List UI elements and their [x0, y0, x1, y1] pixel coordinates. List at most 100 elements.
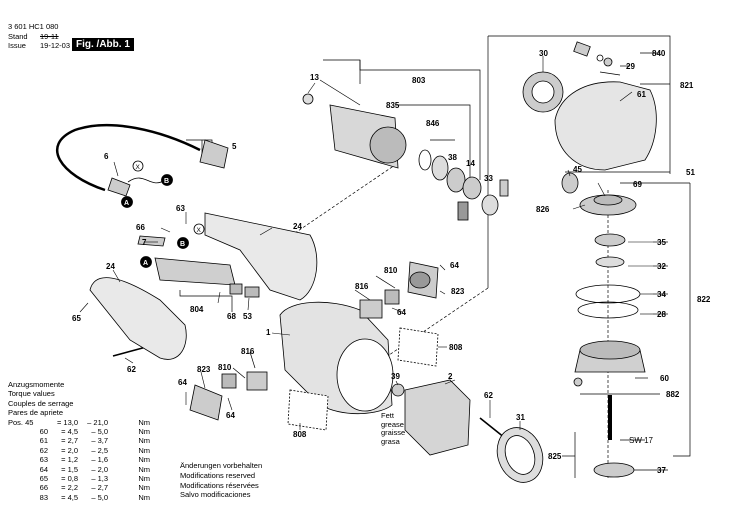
marker-X-1-text: X: [136, 164, 141, 171]
torque-cell-a: = 2,7: [61, 436, 78, 446]
callout-63: 63: [176, 204, 185, 213]
callout-24-lower: 24: [106, 262, 115, 271]
torque-cell-unit: Nm: [138, 455, 150, 465]
callout-5: 5: [232, 142, 237, 151]
marker-X-2-text: X: [197, 227, 202, 234]
callout-1: 1: [266, 328, 271, 337]
gear-housing: [554, 81, 657, 171]
callout-816-upper: 816: [355, 282, 369, 291]
callout-822: 822: [697, 295, 711, 304]
torque-cell-a: = 1,2: [61, 455, 78, 465]
torque-heading-es: Pares de apriete: [8, 408, 64, 418]
callout-51: 51: [686, 168, 695, 177]
callout-846: 846: [426, 119, 440, 128]
callout-816-lower: 816: [241, 347, 255, 356]
marker-B-2-text: B: [180, 241, 185, 248]
torque-cell-unit: Nm: [138, 445, 150, 455]
marker-X-2: [193, 223, 205, 235]
callout-13: 13: [310, 73, 319, 82]
callout-6: 6: [104, 152, 109, 161]
callout-62-left: 62: [127, 365, 136, 374]
callout-62-right: 62: [484, 391, 493, 400]
marker-A-1-text: A: [124, 200, 129, 207]
callout-35: 35: [657, 238, 666, 247]
callout-28: 28: [657, 310, 666, 319]
torque-cell-unit: Nm: [138, 492, 150, 502]
torque-cell-b: – 21,0: [87, 417, 108, 427]
changes-fr: Modifications réservées: [180, 480, 259, 490]
bracket-822: [673, 183, 691, 457]
torque-cell-b: – 3,7: [91, 436, 108, 446]
figure-label: Fig. /Abb. 1: [72, 38, 134, 51]
torque-cell-a: = 4,5: [61, 427, 78, 437]
callout-823-lower: 823: [197, 365, 211, 374]
torque-cell-a: = 13,0: [56, 417, 78, 427]
callout-826: 826: [536, 205, 550, 214]
torque-cell-a: = 2,0: [61, 445, 78, 455]
marker-B-1: [161, 174, 173, 186]
torque-cell-a: = 0,8: [61, 474, 78, 484]
torque-cell-a: = 4,5: [61, 492, 78, 502]
torque-cell-b: – 5,0: [91, 492, 108, 502]
torque-cell-unit: Nm: [138, 474, 150, 484]
field-coil: [404, 379, 471, 456]
callout-24-upper: 24: [293, 222, 302, 231]
torque-cell-b: – 1,6: [91, 455, 108, 465]
callout-38: 38: [448, 153, 457, 162]
callout-2: 2: [448, 372, 453, 381]
callout-821: 821: [680, 81, 694, 90]
torque-cell-pos: 83: [39, 492, 48, 502]
grease-es: grasa: [381, 436, 400, 446]
callout-32: 32: [657, 262, 666, 271]
torque-cell-unit: Nm: [138, 436, 150, 446]
handle-half-upper: [204, 212, 318, 301]
bracket-821: [488, 35, 671, 174]
torque-heading-fr: Couples de serrage: [8, 398, 74, 408]
marker-X-1: [132, 160, 144, 172]
torque-heading-de: Anzugsmomente: [8, 380, 65, 389]
torque-cell-a: = 2,2: [61, 483, 78, 493]
callout-808-upper: 808: [449, 343, 463, 352]
grease-fr: graisse: [381, 428, 406, 438]
callout-7: 7: [142, 238, 147, 247]
switch: [154, 257, 236, 286]
doc-number: 3 601 HC1 080: [8, 22, 59, 31]
callout-33: 33: [484, 174, 493, 183]
torque-cell-b: – 1,3: [91, 474, 108, 484]
torque-cell-b: – 2,0: [91, 464, 108, 474]
torque-cell-pos: 60: [39, 427, 48, 437]
marker-A-1: [121, 196, 133, 208]
callout-65: 65: [72, 314, 81, 323]
handle-half-lower: [89, 277, 187, 360]
callout-825: 825: [548, 452, 562, 461]
callout-808-lower: 808: [293, 430, 307, 439]
callout-14: 14: [466, 159, 475, 168]
callout-64-b: 64: [397, 308, 406, 317]
callout-840: 840: [652, 49, 666, 58]
torque-cell-unit: Nm: [138, 427, 150, 437]
torque-cell-unit: Nm: [138, 417, 150, 427]
torque-cell-unit: Nm: [138, 464, 150, 474]
callout-45: 45: [573, 165, 582, 174]
torque-cell-unit: Nm: [138, 483, 150, 493]
changes-note: Änderungen vorbehalten Modifications res…: [180, 461, 262, 500]
grease-de: Fett: [381, 411, 394, 420]
torque-cell-b: – 2,7: [91, 483, 108, 493]
torque-cell-pos: 64: [39, 464, 48, 474]
marker-A-2-text: A: [143, 260, 148, 267]
torque-cell-b: – 2,5: [91, 445, 108, 455]
callout-53: 53: [243, 312, 252, 321]
callout-31: 31: [516, 413, 525, 422]
torque-row: 83 = 4,5 – 5,0 Nm: [8, 493, 150, 502]
callout-835: 835: [386, 101, 400, 110]
callout-39: 39: [391, 372, 400, 381]
callout-30: 30: [539, 49, 548, 58]
callout-34: 34: [657, 290, 666, 299]
issue-label: Issue: [8, 41, 26, 50]
callout-sw17: SW 17: [629, 436, 654, 445]
